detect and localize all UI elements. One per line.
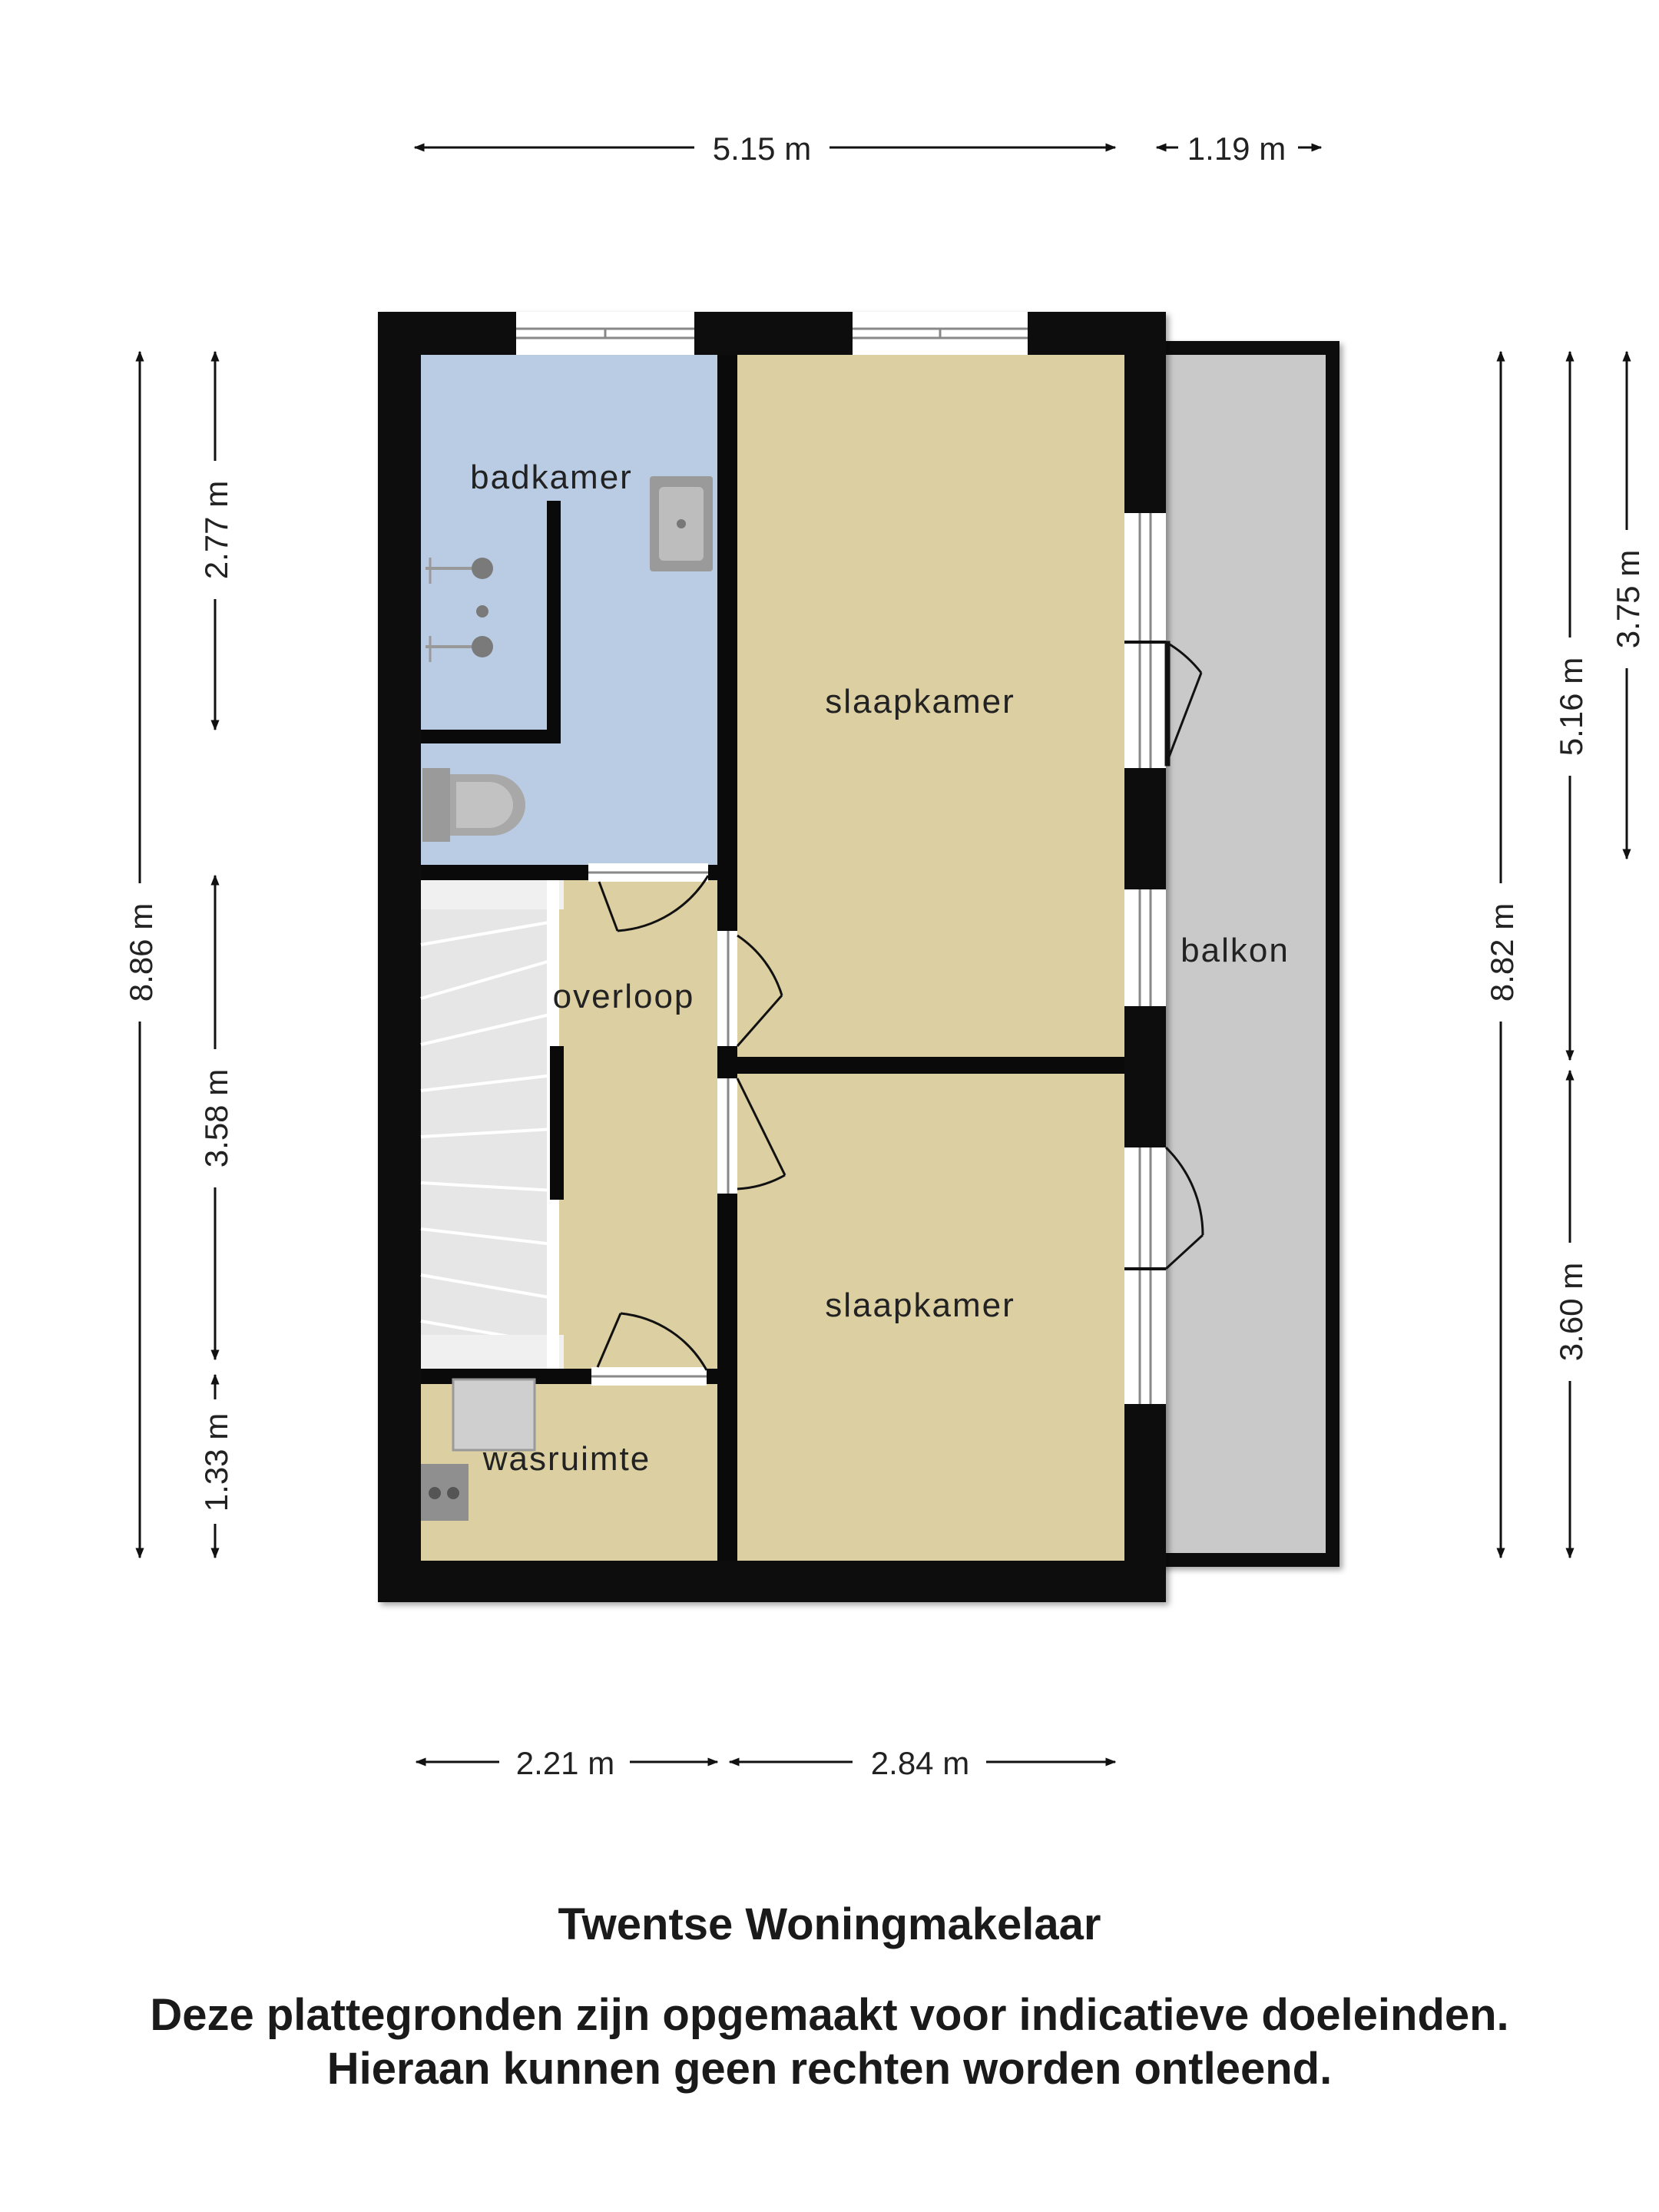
dim-left-mid: 3.58 m	[198, 874, 234, 1361]
balcony-openings	[1124, 513, 1166, 1404]
washing-machine-icon	[452, 1378, 536, 1452]
dim-left-total: 8.86 m	[123, 350, 159, 1559]
dim-right-balcony: 3.75 m	[1610, 350, 1646, 860]
svg-text:3.58 m: 3.58 m	[198, 1069, 234, 1167]
svg-text:2.21 m: 2.21 m	[516, 1745, 614, 1781]
label-balkon: balkon	[1181, 932, 1290, 969]
svg-text:5.16 m: 5.16 m	[1553, 657, 1589, 756]
balcony-area	[1152, 341, 1339, 1567]
sink-icon	[650, 476, 713, 571]
dim-top-balcony: 1.19 m	[1155, 131, 1323, 167]
door-swings	[588, 641, 1204, 1386]
dim-left-wash: 1.33 m	[198, 1373, 234, 1559]
svg-text:2.77 m: 2.77 m	[198, 481, 234, 579]
dim-right-lower: 3.60 m	[1553, 1069, 1589, 1559]
svg-text:2.84 m: 2.84 m	[871, 1745, 969, 1781]
company-name: Twentse Woningmakelaar	[558, 1899, 1101, 1949]
svg-text:5.15 m: 5.15 m	[713, 131, 811, 167]
label-slaapkamer-top: slaapkamer	[825, 683, 1015, 720]
dim-left-bath: 2.77 m	[198, 350, 234, 731]
svg-text:8.86 m: 8.86 m	[123, 903, 159, 1002]
toilet-icon	[422, 768, 525, 842]
dim-right-total: 8.82 m	[1484, 350, 1520, 1559]
staircase	[420, 880, 564, 1369]
svg-text:1.33 m: 1.33 m	[198, 1413, 234, 1512]
dim-bottom-left: 2.21 m	[415, 1745, 719, 1781]
disclaimer-line-2: Hieraan kunnen geen rechten worden ontle…	[326, 2044, 1333, 2094]
svg-text:8.82 m: 8.82 m	[1484, 903, 1520, 1002]
label-wasruimte: wasruimte	[482, 1440, 651, 1478]
svg-text:1.19 m: 1.19 m	[1187, 131, 1286, 167]
svg-text:3.60 m: 3.60 m	[1553, 1263, 1589, 1361]
room-slaapkamer-bottom	[737, 1074, 1124, 1561]
window-top-bedroom	[853, 312, 1028, 355]
dim-top-main: 5.15 m	[413, 131, 1117, 167]
svg-text:3.75 m: 3.75 m	[1610, 550, 1646, 648]
label-overloop: overloop	[553, 978, 695, 1015]
label-badkamer: badkamer	[470, 459, 633, 496]
dim-right-upper: 5.16 m	[1553, 350, 1589, 1061]
room-slaapkamer-top	[737, 355, 1124, 1057]
tap-icon	[421, 1464, 469, 1521]
disclaimer-line-1: Deze plattegronden zijn opgemaakt voor i…	[150, 1990, 1509, 2040]
window-top-bath	[516, 312, 694, 355]
shower-icon	[426, 558, 493, 662]
dim-bottom-right: 2.84 m	[728, 1745, 1117, 1781]
label-slaapkamer-bottom: slaapkamer	[825, 1286, 1015, 1324]
